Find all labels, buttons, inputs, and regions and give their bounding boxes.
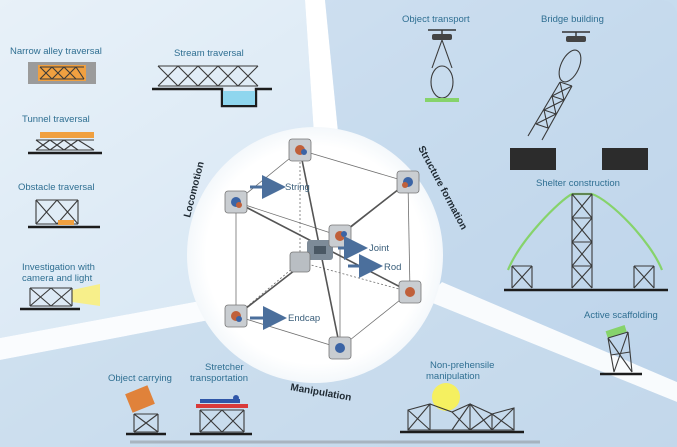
stream-traversal-illustration [152, 65, 272, 108]
obstacle-traversal-illustration [28, 199, 100, 229]
stretcher-illustration [190, 395, 252, 436]
investigation-label-line2: camera and light [22, 273, 93, 284]
nonprehensile-illustration [400, 383, 524, 434]
joint-label: Joint [369, 243, 389, 254]
tunnel-traversal-illustration [28, 132, 102, 155]
endcap-label: Endcap [288, 313, 320, 324]
rod-label: Rod [384, 262, 401, 273]
stretcher-label-line1: Stretcher [205, 362, 244, 373]
narrow-alley-label: Narrow alley traversal [10, 46, 102, 57]
obstacle-traversal-label: Obstacle traversal [18, 182, 95, 193]
bridge-building-illustration [510, 31, 648, 170]
object-transport-label: Object transport [402, 14, 470, 25]
central-joint [307, 240, 333, 260]
panel-divider-left [0, 300, 220, 360]
structure-panel [325, 0, 677, 382]
bridge-building-label: Bridge building [541, 14, 604, 25]
tunnel-traversal-label: Tunnel traversal [22, 114, 90, 125]
nonprehensile-label-line2: manipulation [426, 371, 480, 382]
investigation-illustration [20, 284, 100, 311]
module-endcaps [224, 138, 422, 360]
active-scaffolding-illustration [600, 325, 642, 376]
object-carrying-label: Object carrying [108, 373, 172, 384]
stretcher-label-line2: transportation [190, 373, 248, 384]
narrow-alley-illustration [28, 62, 96, 84]
shelter-construction-label: Shelter construction [536, 178, 620, 189]
investigation-label-line1: Investigation with [22, 262, 95, 273]
stream-traversal-label: Stream traversal [174, 48, 244, 59]
string-label: String [285, 182, 310, 193]
tensegrity-module: String Joint Rod Endcap [224, 138, 422, 360]
nonprehensile-label-line1: Non-prehensile [430, 360, 494, 371]
shelter-construction-illustration [504, 192, 668, 292]
object-carrying-illustration [125, 385, 166, 436]
active-scaffolding-label: Active scaffolding [584, 310, 658, 321]
object-transport-illustration [425, 29, 459, 102]
panel-divider-top [305, 0, 338, 150]
